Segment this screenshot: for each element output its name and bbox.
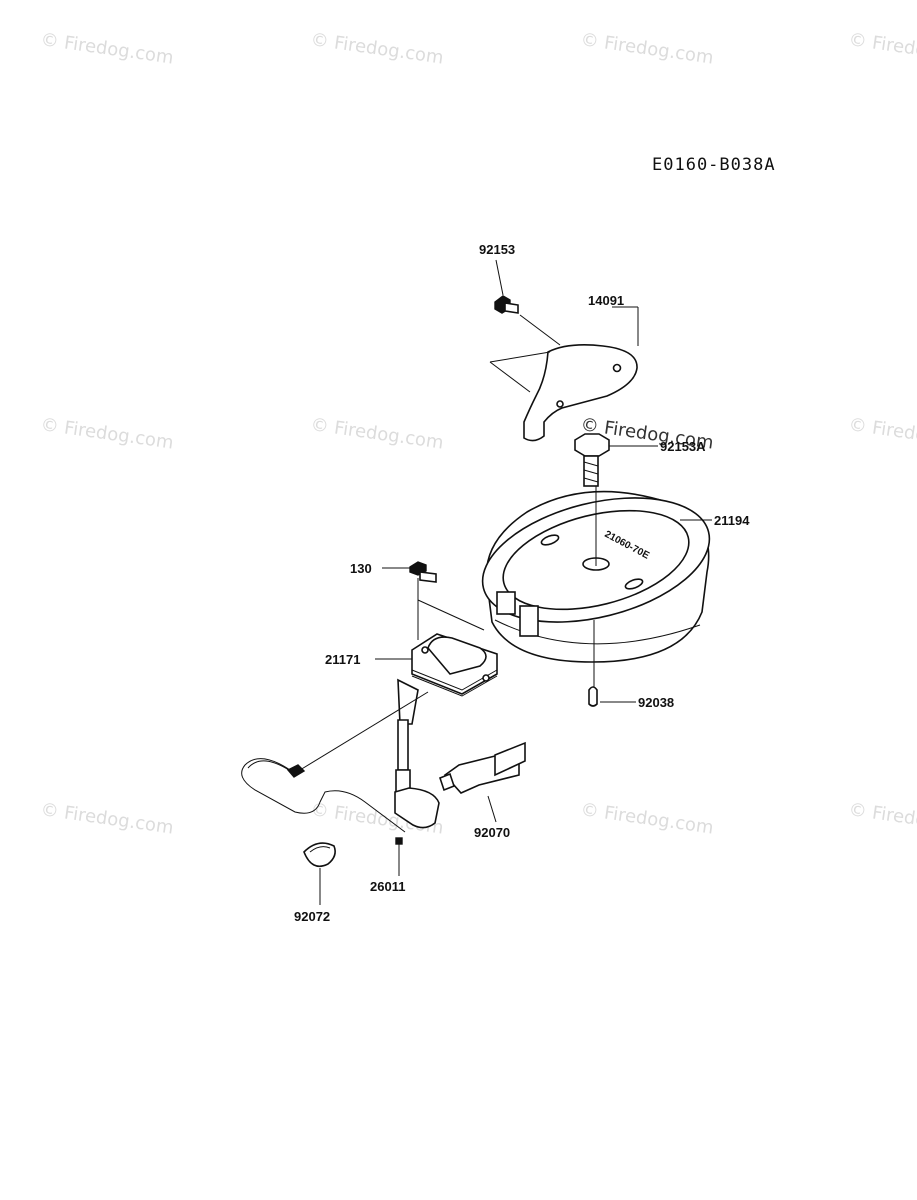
watermark-8: © Firedog.com (847, 414, 917, 453)
spark-plug-lead (394, 719, 440, 829)
ground-wire (241, 691, 429, 876)
label-clamp: 92072 (294, 909, 330, 924)
watermark-2: © Firedog.com (309, 29, 444, 68)
spark-plug (439, 741, 526, 823)
watermark-4: © Firedog.com (847, 29, 917, 68)
bolt-coil (382, 561, 485, 640)
watermarks: © Firedog.com © Firedog.com © Firedog.co… (39, 29, 917, 838)
watermark-6: © Firedog.com (309, 414, 444, 453)
key (588, 620, 636, 707)
label-bolt-top: 92153 (479, 242, 515, 257)
clamp (303, 842, 336, 905)
part-labels: 92153 14091 92153A 21194 130 21171 92038… (294, 242, 750, 924)
label-wire: 26011 (370, 879, 405, 894)
label-bolt-flywheel: 92153A (660, 439, 706, 454)
bolt-top (494, 259, 561, 346)
label-spark-plug: 92070 (474, 825, 510, 840)
ignition-coil (375, 633, 498, 725)
label-key: 92038 (638, 695, 674, 710)
watermark-11: © Firedog.com (579, 799, 714, 838)
watermark-9: © Firedog.com (39, 799, 174, 838)
label-coil: 21171 (325, 652, 360, 667)
watermark-1: © Firedog.com (39, 29, 174, 68)
bracket (489, 306, 639, 442)
watermark-12: © Firedog.com (847, 799, 917, 838)
diagram-code: E0160-B038A (652, 155, 776, 175)
label-flywheel: 21194 (714, 513, 750, 528)
bolt-flywheel (574, 433, 658, 487)
watermark-5: © Firedog.com (39, 414, 174, 453)
flywheel: 21060-70E (481, 486, 712, 663)
label-bolt-coil: 130 (350, 561, 372, 576)
label-bracket: 14091 (588, 293, 624, 308)
watermark-3: © Firedog.com (579, 29, 714, 68)
